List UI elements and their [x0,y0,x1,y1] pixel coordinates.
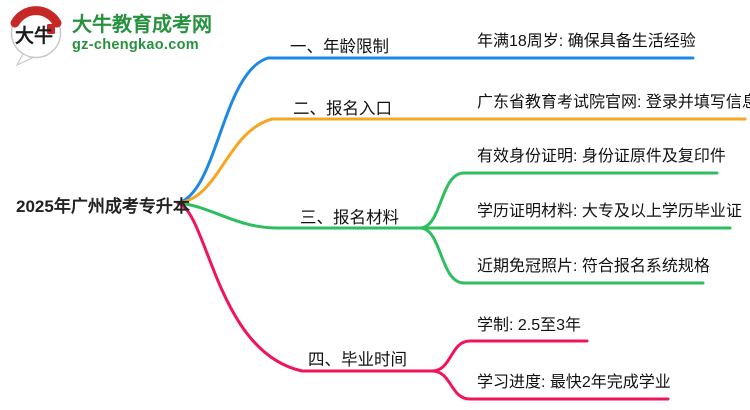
detail-materials-diploma: 学历证明材料: 大专及以上学历毕业证 [477,203,742,220]
logo-bubble-icon: 大牛 [10,6,62,66]
detail-graduation-progress: 学习进度: 最快2年完成学业 [477,374,671,391]
detail-age-limit: 年满18周岁: 确保具备生活经验 [477,33,696,50]
branch-materials-trunk-line [176,201,422,230]
branch-label-entry: 二、报名入口 [293,100,392,118]
branch-graduation-sub1-line [430,339,589,373]
detail-entry: 广东省教育考试院官网: 登录并填写信息 [477,94,750,111]
branch-graduation-trunk-line [176,201,434,373]
branch-label-materials: 三、报名材料 [300,209,399,227]
branch-materials-sub1-line [418,171,719,230]
logo-text-block: 大牛教育成考网 gz-chengkao.com [72,6,212,54]
detail-materials-photo: 近期免冠照片: 符合报名系统规格 [477,258,710,275]
branch-entry-line [176,117,747,205]
detail-materials-id: 有效身份证明: 身份证原件及复印件 [477,148,726,165]
site-url: gz-chengkao.com [72,37,199,53]
detail-graduation-length: 学制: 2.5至3年 [477,317,582,334]
site-logo: 大牛 大牛教育成考网 gz-chengkao.com [8,6,212,66]
root-node-title: 2025年广州成考专升本 [16,197,190,216]
branch-label-age-limit: 一、年龄限制 [290,38,389,56]
logo-bubble-text: 大牛 [15,24,53,47]
branch-materials-sub3-line [418,226,705,285]
branch-graduation-sub2-line [430,369,670,401]
branch-age-limit-line [176,56,695,205]
site-name: 大牛教育成考网 [72,14,212,36]
branch-label-graduation: 四、毕业时间 [308,351,407,369]
